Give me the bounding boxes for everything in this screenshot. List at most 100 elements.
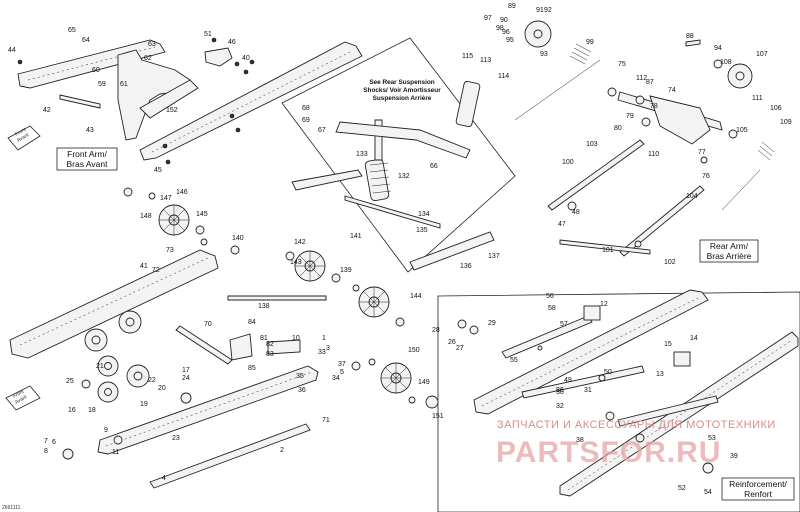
part-number-label: 139: [340, 267, 352, 274]
part-number-label: 65: [68, 27, 76, 34]
part-number-label: 73: [166, 247, 174, 254]
part-number-label: 24: [182, 375, 190, 382]
part-number-label: 69: [302, 117, 310, 124]
part-number-label: 50: [604, 369, 612, 376]
part-number-label: 5: [340, 369, 344, 376]
reinforcement-label-fr: Renfort: [744, 489, 773, 499]
part-number-label: 27: [456, 345, 464, 352]
front-tag-text-fr-2: Avant: [14, 394, 29, 406]
part-number-label: 38: [576, 437, 584, 444]
wheel-146-148: [158, 204, 190, 236]
part-number-label: 95: [506, 37, 514, 44]
part-number-label: 141: [350, 233, 362, 240]
part-number-label: 10: [292, 335, 300, 342]
part-number-label: 76: [702, 173, 710, 180]
part-number-label: 22: [148, 377, 156, 384]
rail-wheel-2: [118, 310, 142, 334]
front-arm-assembly: [17, 37, 363, 165]
part-number-labels: 1234567891011121314151617181920212223242…: [8, 3, 792, 496]
part-number-label: 81: [260, 335, 268, 342]
part-number-label: 133: [356, 151, 368, 158]
part-number-label: 14: [690, 335, 698, 342]
part-number-label: 149: [418, 379, 430, 386]
part-number-label: 136: [460, 263, 472, 270]
front-tag-text-en-2: Front: [12, 388, 26, 399]
part-number-label: 13: [656, 371, 664, 378]
part-number-label: 148: [140, 213, 152, 220]
part-number-label: 47: [558, 221, 566, 228]
part-number-label: 51: [204, 31, 212, 38]
watermark-small-text: ЗАПЧАСТИ И АКСЕССУАРЫ ДЛЯ МОТОТЕХНИКИ: [497, 419, 776, 431]
part-number-label: 58: [548, 305, 556, 312]
part-number-label: 78: [650, 103, 658, 110]
watermark: ЗАПЧАСТИ И АКСЕССУАРЫ ДЛЯ МОТОТЕХНИКИ PA…: [496, 419, 776, 469]
part-number-label: 45: [154, 167, 162, 174]
part-number-label: 21: [96, 363, 104, 370]
part-number-label: 112: [636, 75, 647, 82]
sprocket-wheel-91-top: [524, 20, 552, 48]
part-number-label: 132: [398, 173, 410, 180]
part-number-label: 70: [204, 321, 212, 328]
part-number-label: 115: [462, 53, 473, 60]
wheel-lower-1: [97, 355, 119, 377]
part-number-label: 151: [432, 413, 444, 420]
front-idler-wheels: [123, 187, 240, 255]
part-number-label: 89: [508, 3, 516, 10]
wheel-lower-2: [126, 364, 150, 388]
wheel-141-143-a: [294, 250, 326, 282]
part-number-label: 97: [484, 15, 492, 22]
part-number-label: 71: [322, 417, 330, 424]
wheel-lower-3: [97, 381, 119, 403]
part-number-label: 42: [43, 107, 51, 114]
part-number-label: 146: [176, 189, 188, 196]
rear-arm-callout: Rear Arm/ Bras Arrière: [699, 239, 759, 263]
part-number-label: 55: [510, 357, 518, 364]
part-number-label: 12: [600, 301, 608, 308]
part-number-label: 2: [280, 447, 284, 454]
part-number-label: 90: [500, 17, 508, 24]
part-number-label: 113: [480, 57, 491, 64]
part-number-label: 103: [586, 141, 598, 148]
part-number-label: 20: [158, 385, 166, 392]
part-number-label: 152: [166, 107, 178, 114]
front-arm-label-en: Front Arm/: [67, 149, 107, 159]
part-number-label: 31: [584, 387, 592, 394]
part-number-label: 25: [66, 378, 74, 385]
part-number-label: 110: [648, 151, 659, 158]
part-number-label: 17: [182, 367, 190, 374]
part-number-label: 137: [488, 253, 500, 260]
part-number-label: 11: [112, 449, 119, 456]
part-number-label: 111: [752, 95, 763, 102]
part-number-label: 7: [44, 438, 48, 445]
part-number-label: 59: [98, 81, 106, 88]
wheel-141-143-b: [358, 286, 390, 318]
part-number-label: 79: [626, 113, 634, 120]
front-direction-tag-2: Front Avant: [5, 385, 41, 411]
part-number-label: 67: [318, 127, 326, 134]
part-number-label: 54: [704, 489, 712, 496]
part-number-label: 44: [8, 47, 16, 54]
part-number-label: 9: [104, 427, 108, 434]
reinforcement-assembly: [437, 289, 800, 512]
part-number-label: 46: [228, 39, 236, 46]
reinforcement-callout: Reinforcement/ Renfort: [721, 477, 795, 501]
part-number-label: 82: [266, 341, 274, 348]
part-number-label: 57: [560, 321, 568, 328]
part-number-label: 85: [248, 365, 256, 372]
part-number-label: 61: [120, 81, 128, 88]
part-number-label: 37: [338, 361, 346, 368]
part-number-label: 53: [708, 435, 716, 442]
part-number-label: 40: [242, 55, 250, 62]
part-number-label: 1: [322, 335, 326, 342]
part-number-label: 41: [140, 263, 148, 270]
part-number-label: 75: [618, 61, 626, 68]
part-number-label: 32: [556, 403, 564, 410]
part-number-label: 94: [714, 45, 722, 52]
part-number-label: 147: [160, 195, 172, 202]
part-number-label: 60: [92, 67, 100, 74]
front-direction-tag-1: Front Avant: [7, 125, 41, 151]
part-number-label: 143: [290, 259, 302, 266]
part-number-label: 98: [496, 25, 504, 32]
part-number-label: 30: [556, 389, 564, 396]
part-number-label: 77: [698, 149, 706, 156]
